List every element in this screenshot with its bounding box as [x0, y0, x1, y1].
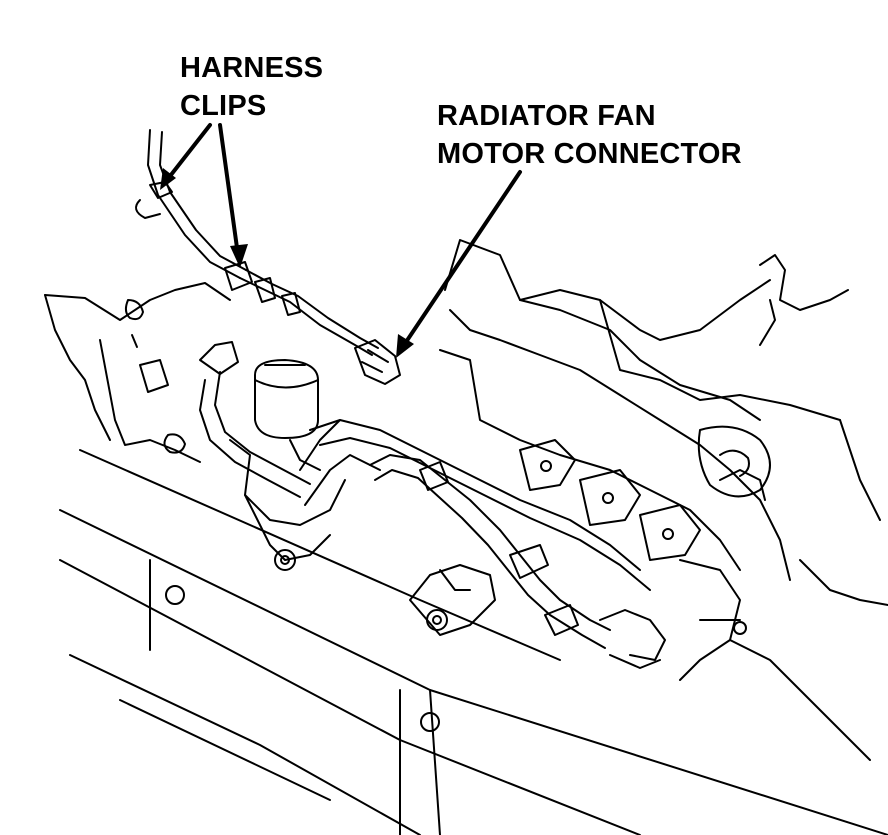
harness-clip-arrowhead-2: [230, 244, 248, 268]
engine-contours: [519, 254, 888, 606]
connector-leader: [400, 170, 522, 350]
radiator-hoses: [299, 419, 666, 669]
harness-clip-leader-2: [218, 123, 240, 257]
harness-clip-arrowhead-1: [160, 168, 176, 190]
radiator-fan-shroud: [439, 239, 871, 761]
radiator-fan-motor-connector: [354, 339, 401, 385]
harness-clips-callout: HARNESS CLIPS: [180, 49, 323, 125]
harness-clips-callout-line-2: CLIPS: [180, 90, 267, 122]
wiring-harness: [135, 129, 379, 356]
radiator-fan-motor-connector-callout-line-2: MOTOR CONNECTOR: [437, 138, 742, 170]
mounting-brackets: [229, 439, 496, 636]
harness-clips-callout-line-1: HARNESS: [180, 52, 324, 84]
radiator-fan-motor-connector-callout-line-1: RADIATOR FAN: [437, 100, 656, 132]
harness-clip-leader-1: [165, 123, 212, 182]
connector-arrowhead: [396, 334, 414, 358]
left-body-panel: [44, 282, 231, 463]
radiator-fan-motor-connector-callout: RADIATOR FAN MOTOR CONNECTOR: [437, 97, 742, 173]
coolant-pipes: [199, 341, 321, 498]
lower-frame-beams: [59, 449, 888, 835]
